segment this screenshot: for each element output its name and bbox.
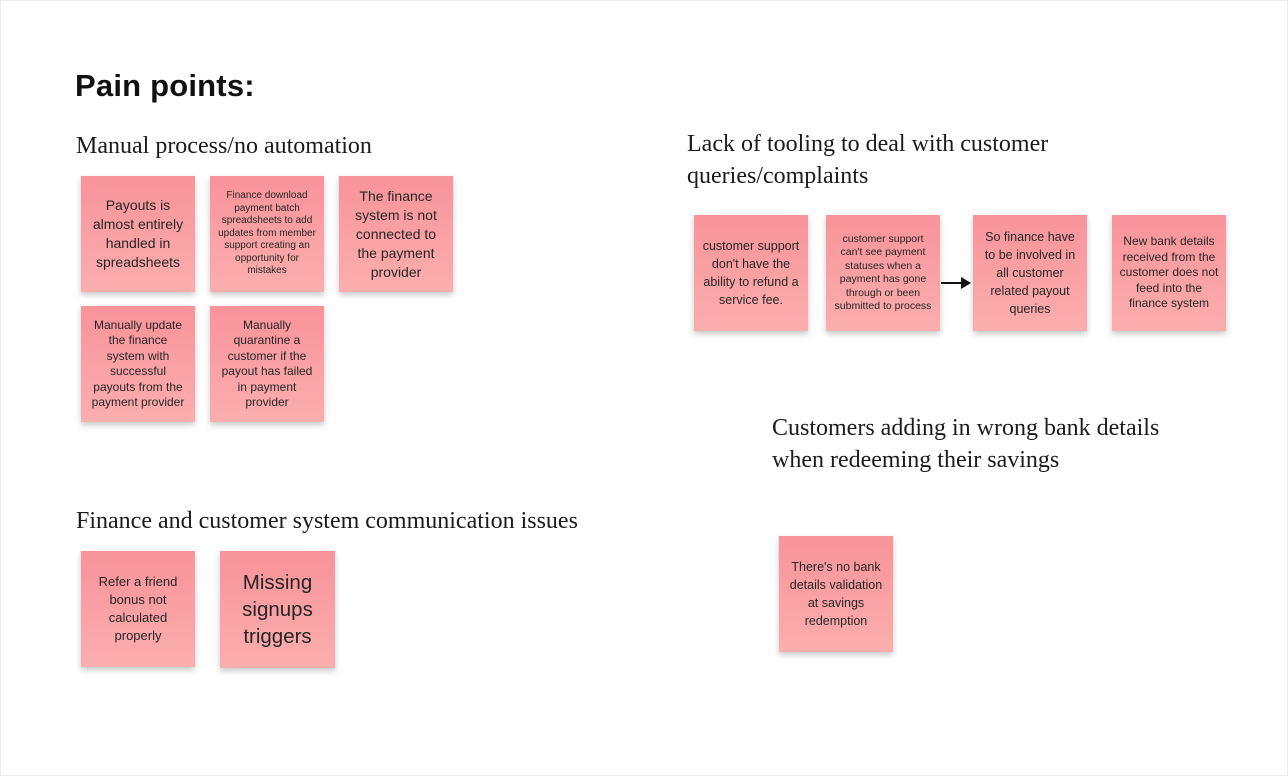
- page-title: Pain points:: [75, 68, 255, 103]
- sticky-note-text: customer support don't have the ability …: [702, 239, 800, 307]
- sticky-note[interactable]: There's no bank details validation at sa…: [779, 536, 893, 652]
- sticky-note[interactable]: Finance download payment batch spreadshe…: [210, 176, 324, 292]
- sticky-note-text: So finance have to be involved in all cu…: [984, 230, 1076, 316]
- sticky-note-text: Manually update the finance system with …: [91, 317, 185, 410]
- sticky-note[interactable]: Refer a friend bonus not calculated prop…: [81, 551, 195, 667]
- sticky-note-text: Missing signups triggers: [242, 571, 313, 648]
- sticky-note-text: The finance system is not connected to t…: [355, 187, 437, 280]
- section-heading-manual-process: Manual process/no automation: [76, 133, 372, 159]
- sticky-note-text: Finance download payment batch spreadshe…: [218, 190, 316, 277]
- sticky-note[interactable]: customer support don't have the ability …: [694, 215, 808, 331]
- sticky-note-text: Payouts is almost entirely handled in sp…: [92, 197, 184, 270]
- sticky-note-text: customer support can't see payment statu…: [834, 232, 932, 313]
- sticky-note[interactable]: So finance have to be involved in all cu…: [973, 215, 1087, 331]
- section-heading-lack-of-tooling: Lack of tooling to deal with customer qu…: [687, 131, 1049, 189]
- section-heading-communication-issues: Finance and customer system communicatio…: [76, 508, 578, 534]
- sticky-note[interactable]: Missing signups triggers: [220, 551, 335, 668]
- sticky-note[interactable]: The finance system is not connected to t…: [339, 176, 453, 292]
- sticky-note[interactable]: Payouts is almost entirely handled in sp…: [81, 176, 195, 292]
- sticky-note-text: There's no bank details validation at sa…: [789, 560, 883, 628]
- sticky-note[interactable]: Manually quarantine a customer if the pa…: [210, 306, 324, 422]
- sticky-note[interactable]: Manually update the finance system with …: [81, 306, 195, 422]
- arrow-right-icon: [941, 277, 971, 289]
- sticky-note-text: Refer a friend bonus not calculated prop…: [98, 574, 178, 643]
- sticky-note[interactable]: New bank details received from the custo…: [1112, 215, 1226, 331]
- sticky-note-text: New bank details received from the custo…: [1119, 234, 1219, 311]
- sticky-note[interactable]: customer support can't see payment statu…: [826, 215, 940, 331]
- section-heading-wrong-bank-details: Customers adding in wrong bank details w…: [772, 415, 1160, 473]
- sticky-note-text: Manually quarantine a customer if the pa…: [221, 317, 313, 410]
